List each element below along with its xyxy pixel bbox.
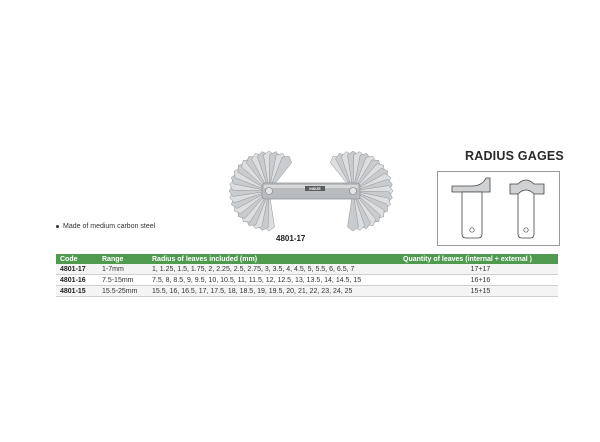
cell-radius: 15.5, 16, 16.5, 17, 17.5, 18, 18.5, 19, … bbox=[152, 287, 353, 295]
cell-quantity: 15+15 bbox=[470, 287, 491, 295]
gage-leaf-1 bbox=[461, 191, 483, 239]
feature-text: Made of medium carbon steel bbox=[63, 223, 156, 230]
cell-radius: 1, 1.25, 1.5, 1.75, 2, 2.25, 2.5, 2.75, … bbox=[152, 265, 355, 273]
table-row: 4801-17 1-7mm 1, 1.25, 1.5, 1.75, 2, 2.2… bbox=[56, 264, 558, 275]
left-pivot-screw bbox=[265, 187, 273, 195]
header-quantity: Quantity of leaves (internal + external … bbox=[399, 254, 558, 264]
workpiece-convex bbox=[451, 177, 491, 193]
right-leaf-fan bbox=[329, 150, 394, 232]
table-row: 4801-15 15.5-25mm 15.5, 16, 16.5, 17, 17… bbox=[56, 285, 558, 297]
brand-logo-plate bbox=[305, 186, 325, 191]
header-radius: Radius of leaves included (mm) bbox=[148, 254, 399, 264]
header-range: Range bbox=[98, 254, 148, 264]
product-image-caption: 4801-17 bbox=[276, 234, 306, 243]
cell-range: 15.5-25mm bbox=[102, 287, 138, 295]
gage-leaf-2 bbox=[517, 189, 535, 239]
usage-diagram bbox=[437, 171, 560, 246]
cell-radius: 7.5, 8, 8.5, 9, 9.5, 10, 10.5, 11, 11.5,… bbox=[152, 276, 362, 284]
page-title: RADIUS GAGES bbox=[465, 149, 564, 163]
internal-radius-diagram bbox=[451, 177, 491, 239]
leaf-hole-2 bbox=[523, 227, 529, 233]
cell-code: 4801-16 bbox=[60, 276, 86, 284]
cell-range: 1-7mm bbox=[102, 265, 124, 273]
cell-quantity: 17+17 bbox=[470, 265, 491, 273]
brand-logo-text: INSIZE bbox=[309, 187, 321, 191]
gage-leaf bbox=[268, 156, 293, 192]
cell-range: 7.5-15mm bbox=[102, 276, 134, 284]
table-row: 4801-16 7.5-15mm 7.5, 8, 8.5, 9, 9.5, 10… bbox=[56, 275, 558, 286]
feature-bullet: Made of medium carbon steel bbox=[56, 223, 155, 230]
table-header-row: Code Range Radius of leaves included (mm… bbox=[56, 254, 558, 264]
workpiece-concave bbox=[509, 179, 545, 195]
bullet-dot bbox=[56, 225, 59, 228]
right-pivot-screw bbox=[349, 187, 357, 195]
cell-quantity: 16+16 bbox=[470, 276, 491, 284]
leaf-hole-1 bbox=[469, 227, 475, 233]
external-radius-diagram bbox=[509, 179, 545, 239]
gage-leaf bbox=[347, 190, 359, 232]
spec-table: Code Range Radius of leaves included (mm… bbox=[56, 254, 558, 297]
cell-code: 4801-15 bbox=[60, 287, 86, 295]
header-code: Code bbox=[56, 254, 98, 264]
cell-code: 4801-17 bbox=[60, 265, 86, 273]
radius-gage-product-image: INSIZE bbox=[228, 150, 394, 232]
left-leaf-fan bbox=[228, 150, 293, 232]
